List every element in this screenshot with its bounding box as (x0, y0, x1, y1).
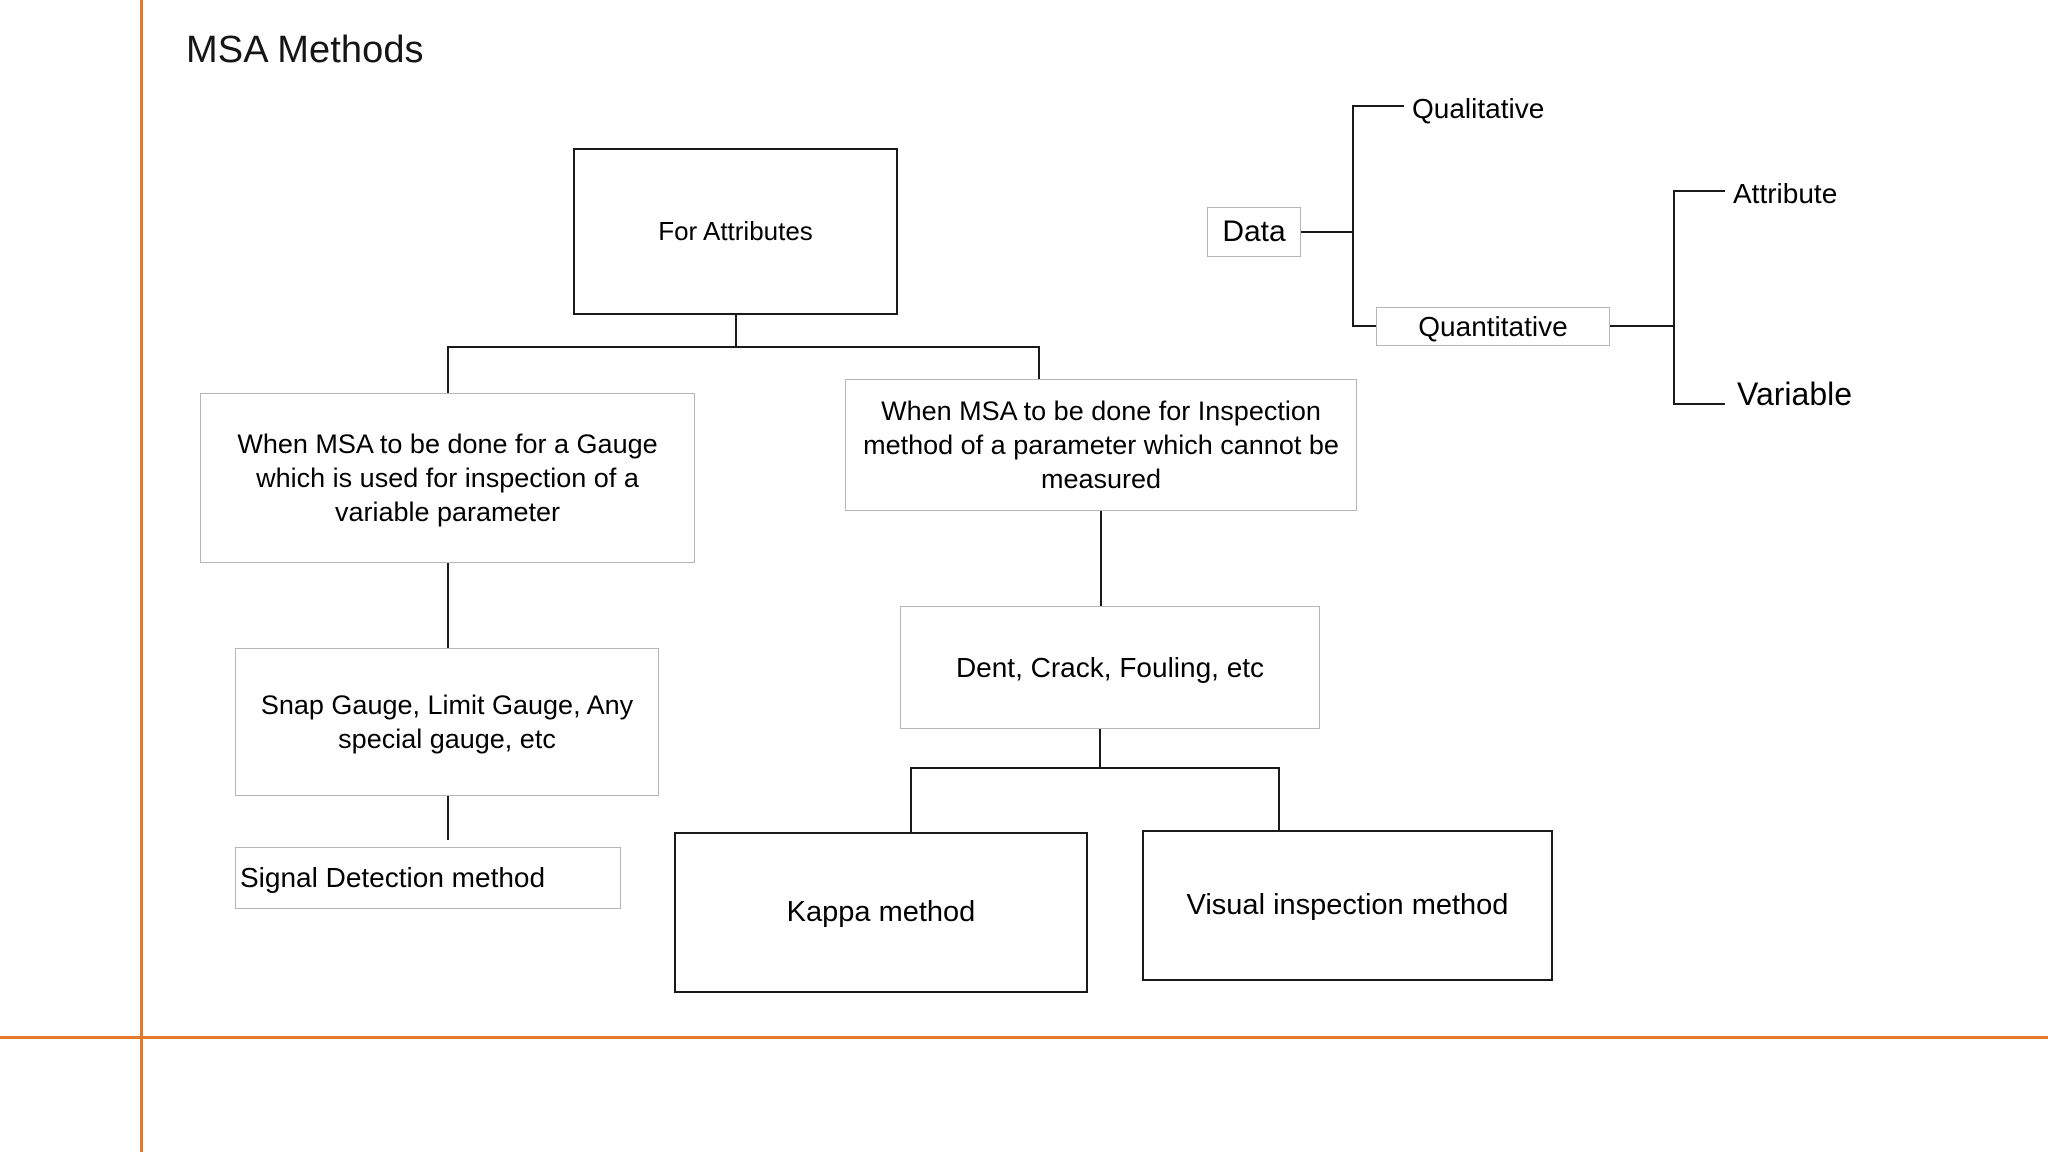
node-variable-label: Variable (1737, 376, 1853, 412)
connector-data-to-qualitative (1352, 105, 1404, 107)
connector-root-to-left-branch (447, 346, 449, 393)
node-for-attributes-label: For Attributes (658, 215, 813, 246)
node-snap-gauge-list: Snap Gauge, Limit Gauge, Any special gau… (235, 648, 659, 796)
node-kappa-method: Kappa method (674, 832, 1088, 993)
node-attribute-label: Attribute (1733, 178, 1838, 209)
connector-quantitative-bracket-spine (1673, 190, 1675, 405)
node-inspection-unmeasurable-parameter-label: When MSA to be done for Inspection metho… (863, 395, 1339, 495)
node-for-attributes: For Attributes (573, 148, 898, 315)
connector-defects-splitter (910, 767, 1280, 769)
node-gauge-variable-parameter: When MSA to be done for a Gauge which is… (200, 393, 695, 563)
connector-gauge-to-snapgauge (447, 563, 449, 648)
node-qualitative-label: Qualitative (1412, 93, 1545, 124)
node-signal-detection-method: Signal Detection method (235, 847, 621, 909)
connector-root-to-right-branch (1038, 346, 1040, 379)
connector-root-stem (735, 315, 737, 347)
connector-snapgauge-to-signaldetection (447, 796, 449, 840)
node-data-label: Data (1222, 214, 1286, 248)
node-inspection-unmeasurable-parameter: When MSA to be done for Inspection metho… (845, 379, 1357, 511)
node-quantitative: Quantitative (1376, 307, 1610, 346)
node-gauge-variable-parameter-label: When MSA to be done for a Gauge which is… (237, 428, 658, 528)
node-visual-inspection-method-label: Visual inspection method (1186, 889, 1509, 922)
node-snap-gauge-list-label: Snap Gauge, Limit Gauge, Any special gau… (260, 689, 634, 754)
connector-quantitative-to-variable (1673, 403, 1725, 405)
connector-data-stem (1301, 231, 1353, 233)
node-signal-detection-method-label: Signal Detection method (240, 862, 546, 894)
node-defect-types: Dent, Crack, Fouling, etc (900, 606, 1320, 729)
accent-vertical-rule (140, 0, 143, 1152)
accent-horizontal-rule (0, 1036, 2048, 1039)
connector-defects-to-kappa (910, 767, 912, 832)
node-visual-inspection-method: Visual inspection method (1142, 830, 1553, 981)
node-data: Data (1207, 207, 1301, 257)
node-quantitative-label: Quantitative (1418, 310, 1568, 342)
connector-quantitative-stem (1610, 325, 1674, 327)
page-title: MSA Methods (186, 29, 424, 71)
connector-defects-stem (1099, 729, 1101, 769)
connector-defects-to-visual (1278, 767, 1280, 832)
node-kappa-method-label: Kappa method (786, 896, 976, 929)
connector-inspection-to-defects (1100, 511, 1102, 610)
node-defect-types-label: Dent, Crack, Fouling, etc (955, 651, 1265, 683)
connector-quantitative-to-attribute (1673, 190, 1725, 192)
connector-data-bracket-spine (1352, 105, 1354, 327)
connector-root-splitter (447, 346, 1039, 348)
